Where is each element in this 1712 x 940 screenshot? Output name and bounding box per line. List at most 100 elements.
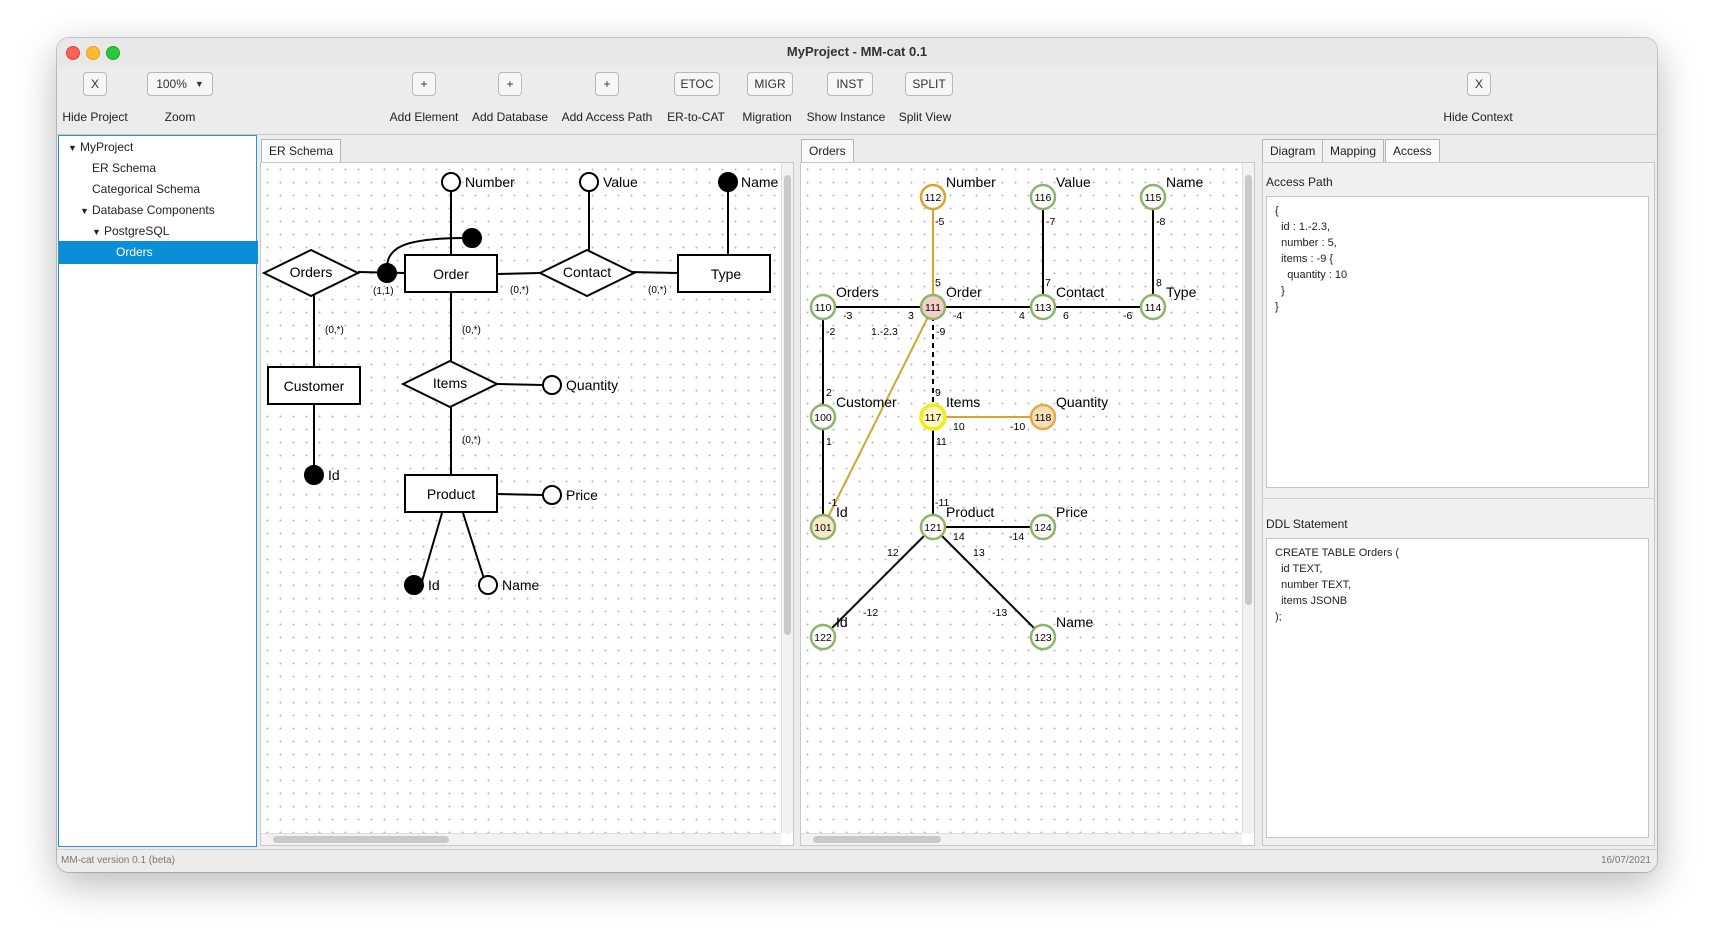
object-100[interactable] — [809, 403, 837, 431]
attr-name-circle[interactable] — [718, 172, 738, 192]
tab-diagram[interactable]: Diagram — [1262, 139, 1324, 162]
access-path-line: } — [1275, 301, 1279, 313]
tab-orders[interactable]: Orders — [801, 139, 854, 162]
attr-value-circle[interactable] — [579, 172, 599, 192]
object-113[interactable] — [1029, 293, 1057, 321]
chevron-down-icon[interactable]: ▼ — [68, 143, 77, 153]
hide-project-button[interactable]: X — [83, 72, 107, 96]
attr-number-circle[interactable] — [441, 172, 461, 192]
etoc-button[interactable]: ETOC — [674, 72, 720, 96]
object-id: 123 — [1034, 632, 1052, 644]
attr-product-name-circle[interactable] — [478, 575, 498, 595]
object-114[interactable] — [1139, 293, 1167, 321]
attribute-label: Name — [741, 174, 779, 190]
horizontal-scrollbar[interactable] — [801, 833, 1242, 845]
minimize-window-button[interactable] — [86, 46, 100, 60]
chevron-down-icon[interactable]: ▼ — [80, 206, 89, 216]
zoom-select[interactable]: 100% ▼ — [147, 72, 213, 96]
tree-item-categorical-schema[interactable]: Categorical Schema — [92, 182, 201, 196]
ddl-line: number TEXT, — [1275, 579, 1352, 591]
add-element-button[interactable]: + — [412, 72, 436, 96]
scrollbar-thumb[interactable] — [273, 836, 449, 843]
tab-mapping[interactable]: Mapping — [1322, 139, 1385, 162]
tree-item-database-components[interactable]: ▼Database Components — [59, 199, 277, 222]
show-instance-button[interactable]: INST — [827, 72, 873, 96]
version-text: MM-cat version 0.1 (beta) — [61, 855, 175, 866]
hide-context-label: Hide Context — [1443, 110, 1513, 124]
scrollbar-thumb[interactable] — [784, 175, 791, 635]
morphism-label: -4 — [953, 310, 962, 322]
tab-er-schema[interactable]: ER Schema — [261, 139, 342, 162]
object-id: 115 — [1145, 192, 1162, 204]
morphism-label: 11 — [936, 436, 947, 448]
tree-item-postgresql[interactable]: ▼PostgreSQL — [59, 220, 289, 243]
zoom-window-button[interactable] — [106, 46, 120, 60]
tree-item-orders[interactable]: Orders — [59, 241, 313, 264]
attr-customer-id-circle[interactable] — [304, 465, 324, 485]
entity-label: Order — [433, 266, 469, 282]
morphism-edges — [822, 197, 1154, 638]
object-117[interactable] — [919, 403, 947, 431]
morphism-label: -1 — [828, 497, 837, 509]
scrollbar-thumb[interactable] — [813, 836, 941, 843]
migration-button[interactable]: MIGR — [747, 72, 793, 96]
object-123[interactable] — [1029, 623, 1057, 651]
object-115[interactable] — [1139, 183, 1167, 211]
object-101[interactable] — [809, 513, 837, 541]
hide-context-button[interactable]: X — [1467, 72, 1491, 96]
object-label: Order — [946, 284, 982, 300]
object-id: 101 — [814, 522, 832, 534]
object-id: 114 — [1145, 302, 1162, 314]
ddl-statement-text[interactable]: CREATE TABLE Orders ( id TEXT, number TE… — [1266, 538, 1649, 838]
entity-type[interactable] — [677, 254, 771, 293]
vertical-scrollbar[interactable] — [1242, 163, 1254, 833]
add-element-label: Add Element — [389, 110, 459, 124]
chevron-down-icon[interactable]: ▼ — [92, 227, 101, 237]
cardinality-label: (1,1) — [373, 286, 394, 297]
object-118[interactable] — [1029, 403, 1057, 431]
tree-item-er-schema[interactable]: ER Schema — [92, 161, 157, 175]
close-window-button[interactable] — [66, 46, 80, 60]
entity-product[interactable] — [404, 474, 498, 513]
object-110[interactable] — [809, 293, 837, 321]
object-label: Id — [836, 614, 848, 630]
morphism-label: 1 — [826, 436, 832, 448]
object-121[interactable] — [919, 513, 947, 541]
add-access-path-button[interactable]: + — [595, 72, 619, 96]
vertical-scrollbar[interactable] — [781, 163, 793, 833]
cardinality-label: (0,*) — [462, 435, 481, 446]
attribute-label: Value — [603, 174, 638, 190]
status-bar: MM-cat version 0.1 (beta) 16/07/2021 — [57, 849, 1657, 872]
access-path-editor[interactable]: { id : 1.-2.3, number : 5, items : -9 { … — [1266, 196, 1649, 488]
object-label: Items — [946, 394, 980, 410]
er-canvas[interactable]: Order Type Customer Product Orders Conta… — [260, 162, 794, 846]
scrollbar-thumb[interactable] — [1245, 175, 1252, 605]
morphism-label: -12 — [863, 607, 878, 619]
categorical-diagram: 112 116 115 110 111 113 114 100 117 118 … — [809, 174, 1204, 651]
object-122[interactable] — [809, 623, 837, 651]
categorical-canvas[interactable]: 112 116 115 110 111 113 114 100 117 118 … — [800, 162, 1255, 846]
attr-product-id-circle[interactable] — [404, 575, 424, 595]
object-124[interactable] — [1029, 513, 1057, 541]
object-116[interactable] — [1029, 183, 1057, 211]
relationship-contact[interactable] — [537, 248, 637, 298]
attr-quantity-circle[interactable] — [542, 375, 562, 395]
entity-order[interactable] — [404, 254, 498, 293]
tree-item-myproject[interactable]: ▼MyProject — [59, 136, 265, 159]
attr-price-circle[interactable] — [542, 485, 562, 505]
add-database-label: Add Database — [471, 110, 549, 124]
relationship-items[interactable] — [400, 359, 500, 409]
identifier-circle[interactable] — [462, 228, 482, 248]
project-tree: ▼MyProject ER Schema Categorical Schema … — [58, 135, 313, 847]
morphism-label: 4 — [1019, 310, 1025, 322]
object-111[interactable] — [919, 293, 947, 321]
add-database-button[interactable]: + — [498, 72, 522, 96]
identifier-circle[interactable] — [377, 263, 397, 283]
horizontal-scrollbar[interactable] — [261, 833, 781, 845]
entity-customer[interactable] — [267, 366, 361, 405]
split-view-button[interactable]: SPLIT — [905, 72, 953, 96]
relationship-orders[interactable] — [261, 248, 361, 298]
morphism-label: 14 — [953, 531, 965, 543]
tab-access[interactable]: Access — [1385, 139, 1440, 162]
object-112[interactable] — [919, 183, 947, 211]
